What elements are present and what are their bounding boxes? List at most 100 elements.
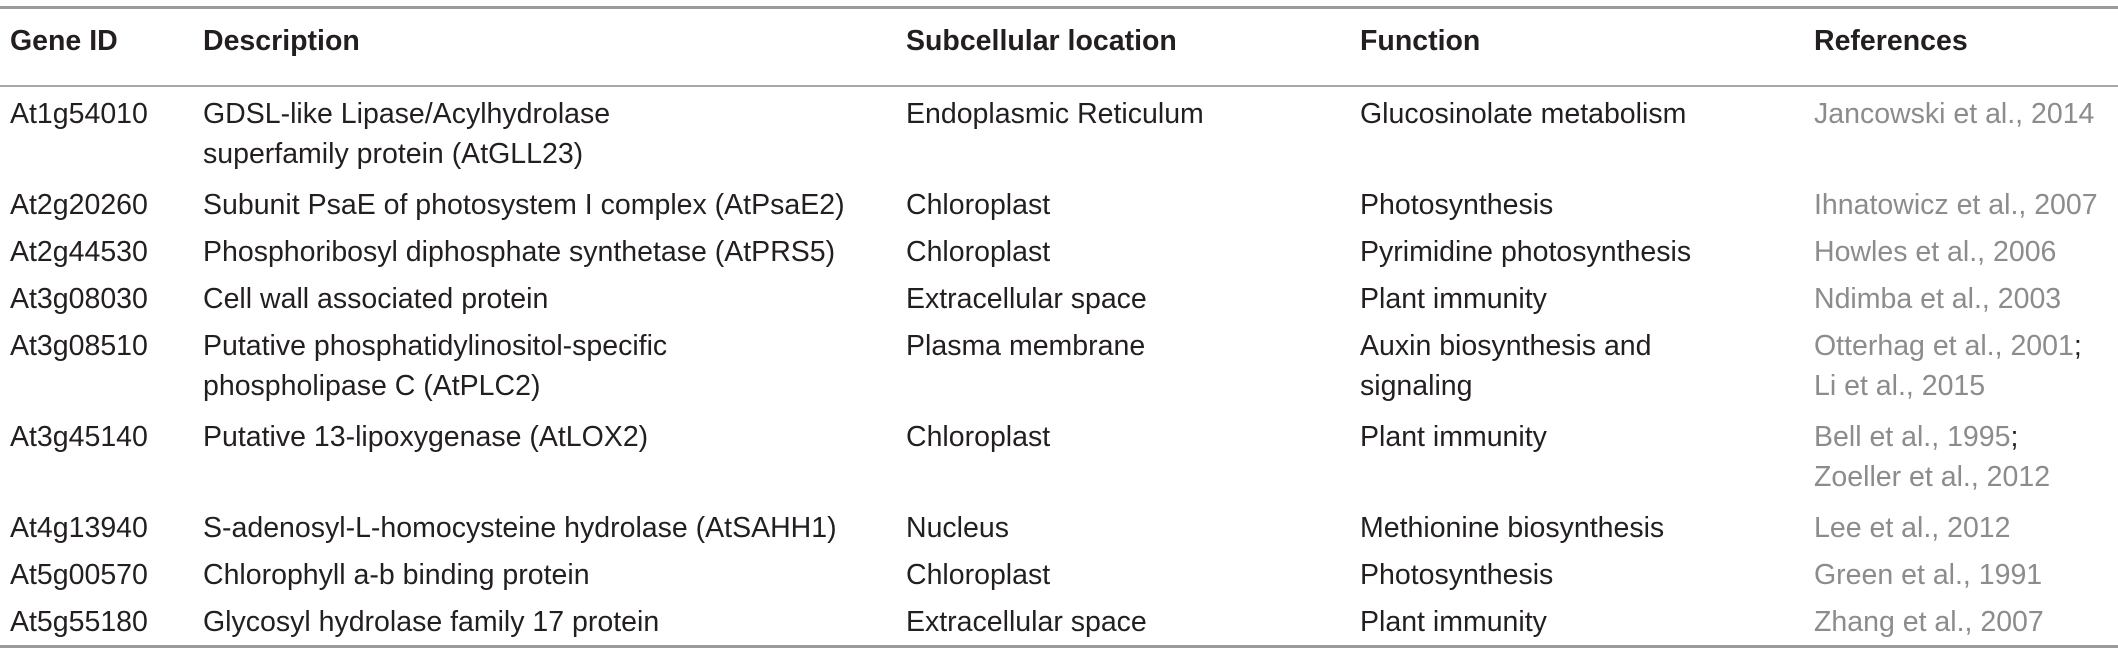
cell-description: Putative 13-lipoxygenase (AtLOX2) <box>203 417 648 457</box>
header-references: References <box>1814 25 1968 57</box>
cell-gene-id: At3g08030 <box>10 279 148 319</box>
reference-separator: ; <box>2073 330 2082 362</box>
cell-description: Cell wall associated protein <box>203 279 548 319</box>
cell-description-line: Putative phosphatidylinositol-specific <box>203 330 668 362</box>
cell-references: Ihnatowicz et al., 2007 <box>1814 185 2098 225</box>
reference-link[interactable]: Green et al., 1991 <box>1814 559 2043 591</box>
cell-description: Putative phosphatidylinositol-specific ph… <box>203 326 667 406</box>
cell-description: Chlorophyll a-b binding protein <box>203 555 590 595</box>
cell-subcellular-location-line: Endoplasmic Reticulum <box>906 98 1204 130</box>
cell-gene-id-line: At3g45140 <box>10 421 148 453</box>
cell-gene-id-line: At2g20260 <box>10 189 148 221</box>
cell-subcellular-location-line: Nucleus <box>906 512 1009 544</box>
cell-function-line: signaling <box>1360 370 1473 402</box>
cell-description-line: Cell wall associated protein <box>203 283 549 315</box>
reference-link[interactable]: Ndimba et al., 2003 <box>1814 283 2062 315</box>
cell-description: Glycosyl hydrolase family 17 protein <box>203 602 659 642</box>
cell-subcellular-location-line: Chloroplast <box>906 421 1051 453</box>
cell-function: Pyrimidine photosynthesis <box>1360 232 1691 272</box>
cell-function: Plant immunity <box>1360 279 1547 319</box>
cell-gene-id-line: At3g08510 <box>10 330 148 362</box>
cell-function: Photosynthesis <box>1360 555 1553 595</box>
cell-description: S-adenosyl-L-homocysteine hydrolase (AtS… <box>203 508 837 548</box>
cell-description-line: Phosphoribosyl diphosphate synthetase (A… <box>203 236 836 268</box>
cell-description-line: S-adenosyl-L-homocysteine hydrolase (AtS… <box>203 512 837 544</box>
cell-description: Phosphoribosyl diphosphate synthetase (A… <box>203 232 835 272</box>
cell-subcellular-location: Chloroplast <box>906 232 1050 272</box>
cell-gene-id-line: At1g54010 <box>10 98 148 130</box>
cell-subcellular-location-line: Extracellular space <box>906 283 1147 315</box>
cell-gene-id: At2g44530 <box>10 232 148 272</box>
cell-subcellular-location-line: Plasma membrane <box>906 330 1146 362</box>
cell-subcellular-location: Plasma membrane <box>906 326 1145 366</box>
cell-subcellular-location-line: Chloroplast <box>906 559 1051 591</box>
cell-gene-id: At5g55180 <box>10 602 148 642</box>
header-function: Function <box>1360 25 1481 57</box>
header-gene-id: Gene ID <box>10 25 118 57</box>
cell-description-line: phospholipase C (AtPLC2) <box>203 370 541 402</box>
cell-description-line: superfamily protein (AtGLL23) <box>203 138 584 170</box>
cell-function-line: Photosynthesis <box>1360 189 1554 221</box>
reference-separator: ; <box>2010 421 2019 453</box>
cell-description-line: GDSL-like Lipase/Acylhydrolase <box>203 98 611 130</box>
cell-subcellular-location: Nucleus <box>906 508 1009 548</box>
cell-references: Ndimba et al., 2003 <box>1814 279 2061 319</box>
reference-link[interactable]: Jancowski et al., 2014 <box>1814 98 2095 130</box>
cell-gene-id: At5g00570 <box>10 555 148 595</box>
header-rule <box>0 85 2118 87</box>
reference-link[interactable]: Ihnatowicz et al., 2007 <box>1814 189 2098 221</box>
cell-subcellular-location-line: Extracellular space <box>906 606 1147 638</box>
cell-description-line: Chlorophyll a-b binding protein <box>203 559 590 591</box>
cell-function-line: Methionine biosynthesis <box>1360 512 1665 544</box>
cell-gene-id: At1g54010 <box>10 94 148 134</box>
cell-function-line: Plant immunity <box>1360 421 1547 453</box>
table-bottom-rule <box>0 645 2118 648</box>
cell-gene-id-line: At5g00570 <box>10 559 148 591</box>
reference-link[interactable]: Bell et al., 1995 <box>1814 421 2011 453</box>
cell-references: Otterhag et al., 2001; Li et al., 2015 <box>1814 326 2082 406</box>
reference-link[interactable]: Howles et al., 2006 <box>1814 236 2057 268</box>
cell-subcellular-location-line: Chloroplast <box>906 236 1051 268</box>
cell-function-line: Plant immunity <box>1360 606 1547 638</box>
cell-subcellular-location: Chloroplast <box>906 185 1050 225</box>
cell-subcellular-location: Endoplasmic Reticulum <box>906 94 1204 134</box>
cell-gene-id-line: At5g55180 <box>10 606 148 638</box>
cell-references: Howles et al., 2006 <box>1814 232 2056 272</box>
cell-references: Jancowski et al., 2014 <box>1814 94 2094 134</box>
reference-link[interactable]: Li et al., 2015 <box>1814 370 1986 402</box>
cell-references: Zhang et al., 2007 <box>1814 602 2044 642</box>
cell-function: Glucosinolate metabolism <box>1360 94 1686 134</box>
cell-gene-id-line: At2g44530 <box>10 236 148 268</box>
cell-subcellular-location: Extracellular space <box>906 279 1147 319</box>
cell-description-line: Putative 13-lipoxygenase (AtLOX2) <box>203 421 649 453</box>
reference-link[interactable]: Zhang et al., 2007 <box>1814 606 2044 638</box>
cell-subcellular-location: Chloroplast <box>906 417 1050 457</box>
cell-function: Photosynthesis <box>1360 185 1553 225</box>
cell-subcellular-location: Chloroplast <box>906 555 1050 595</box>
cell-function: Methionine biosynthesis <box>1360 508 1664 548</box>
cell-gene-id: At4g13940 <box>10 508 148 548</box>
header-subcellular-location: Subcellular location <box>906 25 1177 57</box>
cell-gene-id: At3g08510 <box>10 326 148 366</box>
cell-gene-id: At3g45140 <box>10 417 148 457</box>
cell-function-line: Pyrimidine photosynthesis <box>1360 236 1692 268</box>
cell-description: Subunit PsaE of photosystem I complex (A… <box>203 185 845 225</box>
cell-references: Lee et al., 2012 <box>1814 508 2011 548</box>
cell-function-line: Plant immunity <box>1360 283 1547 315</box>
table-header-row: Gene ID Description Subcellular location… <box>0 18 2118 84</box>
reference-link[interactable]: Lee et al., 2012 <box>1814 512 2011 544</box>
table-top-rule <box>0 6 2118 9</box>
cell-references: Bell et al., 1995; Zoeller et al., 2012 <box>1814 417 2050 497</box>
cell-description-line: Glycosyl hydrolase family 17 protein <box>203 606 660 638</box>
reference-link[interactable]: Otterhag et al., 2001 <box>1814 330 2074 362</box>
cell-function: Auxin biosynthesis and signaling <box>1360 326 1652 406</box>
cell-function-line: Photosynthesis <box>1360 559 1554 591</box>
cell-gene-id-line: At4g13940 <box>10 512 148 544</box>
cell-description: GDSL-like Lipase/Acylhydrolase superfamil… <box>203 94 610 174</box>
cell-gene-id: At2g20260 <box>10 185 148 225</box>
cell-description-line: Subunit PsaE of photosystem I complex (A… <box>203 189 845 221</box>
reference-link[interactable]: Zoeller et al., 2012 <box>1814 461 2051 493</box>
cell-function-line: Auxin biosynthesis and <box>1360 330 1652 362</box>
cell-function-line: Glucosinolate metabolism <box>1360 98 1687 130</box>
